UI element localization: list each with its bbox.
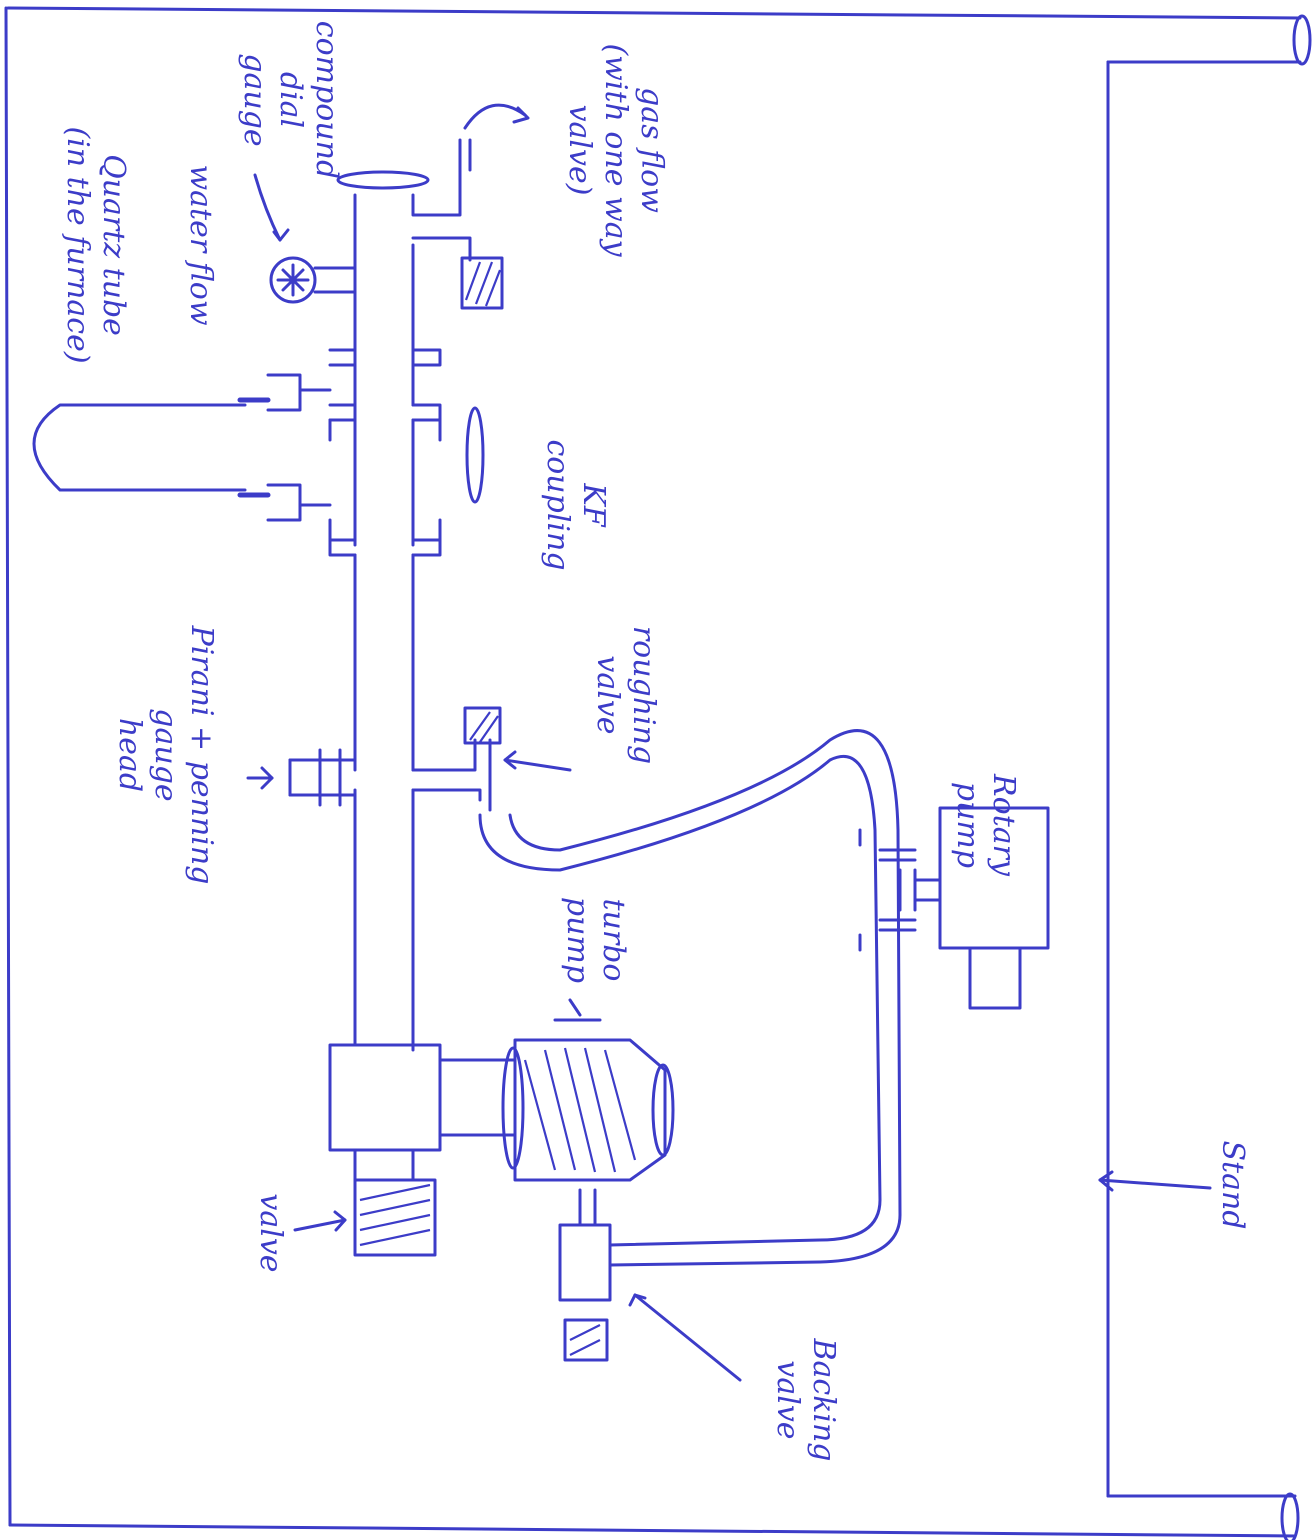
label-gas-flow-line2: (with one way [598, 43, 633, 257]
kf-flange-disc [465, 406, 485, 504]
label-quartz-tube: Quartz tube (in the furnace) [59, 126, 131, 363]
backing-valve [558, 1223, 742, 1382]
label-gas-flow: gas flow (with one way valve) [561, 43, 669, 256]
label-stand: Stand [1214, 1140, 1250, 1229]
label-roughing-valve-line1: roughing [626, 625, 661, 765]
label-backing-valve-line1: Backing [806, 1338, 841, 1462]
label-backing-valve: Backing valve [769, 1338, 841, 1461]
label-roughing-valve-line2: valve [590, 655, 625, 735]
roughing-branch [411, 706, 572, 812]
label-turbo-pump: turbo pump [559, 897, 631, 983]
gas-branch [336, 103, 530, 310]
pirani-gauge-port [246, 748, 357, 807]
label-compound-gauge-line1: compound [309, 20, 344, 180]
compound-dial-gauge [253, 173, 357, 304]
label-compound-gauge-line2: dial [273, 71, 308, 129]
label-compound-gauge: compound dial gauge [236, 21, 344, 179]
kf-couplings [328, 348, 442, 557]
label-backing-valve-line2: valve [770, 1360, 805, 1440]
label-valve: valve [252, 1193, 288, 1272]
main-manifold [353, 193, 415, 1052]
paper-frame [4, 6, 1302, 1538]
label-gas-flow-line1: gas flow [634, 87, 669, 213]
quartz-tube [32, 373, 332, 522]
label-rotary-pump-line2: pump [950, 781, 985, 869]
label-kf-coupling-line1: KF [576, 483, 611, 527]
label-kf-coupling: KF coupling [539, 439, 611, 570]
label-rotary-pump: Rotary pump [949, 774, 1021, 876]
label-pirani-gauge-line3: head [112, 717, 147, 793]
label-rotary-pump-line1: Rotary [986, 774, 1021, 876]
label-valve-text: valve [253, 1193, 288, 1273]
label-quartz-tube-line2: (in the furnace) [60, 126, 95, 364]
label-pirani-gauge: Pirani + penning gauge head [111, 626, 219, 885]
label-turbo-pump-line2: pump [560, 896, 595, 984]
turbo-pump [328, 998, 675, 1227]
stand [1098, 14, 1312, 1540]
label-compound-gauge-line3: gauge [237, 53, 272, 147]
label-gas-flow-line3: valve) [562, 104, 597, 196]
gate-valve [293, 1148, 437, 1257]
roughing-hose [478, 729, 902, 1267]
label-pirani-gauge-line1: Pirani + penning [184, 625, 219, 885]
label-quartz-tube-line1: Quartz tube [96, 154, 131, 336]
label-stand-text: Stand [1215, 1140, 1250, 1230]
label-kf-coupling-line2: coupling [540, 439, 575, 571]
label-water-flow-text: water flow [183, 164, 218, 326]
label-turbo-pump-line1: turbo [596, 898, 631, 982]
rotary-pump-connection [858, 828, 942, 952]
label-water-flow: water flow [182, 164, 218, 325]
label-roughing-valve: roughing valve [589, 626, 661, 764]
rotary-pump [938, 806, 1050, 1010]
label-pirani-gauge-line2: gauge [148, 708, 183, 802]
